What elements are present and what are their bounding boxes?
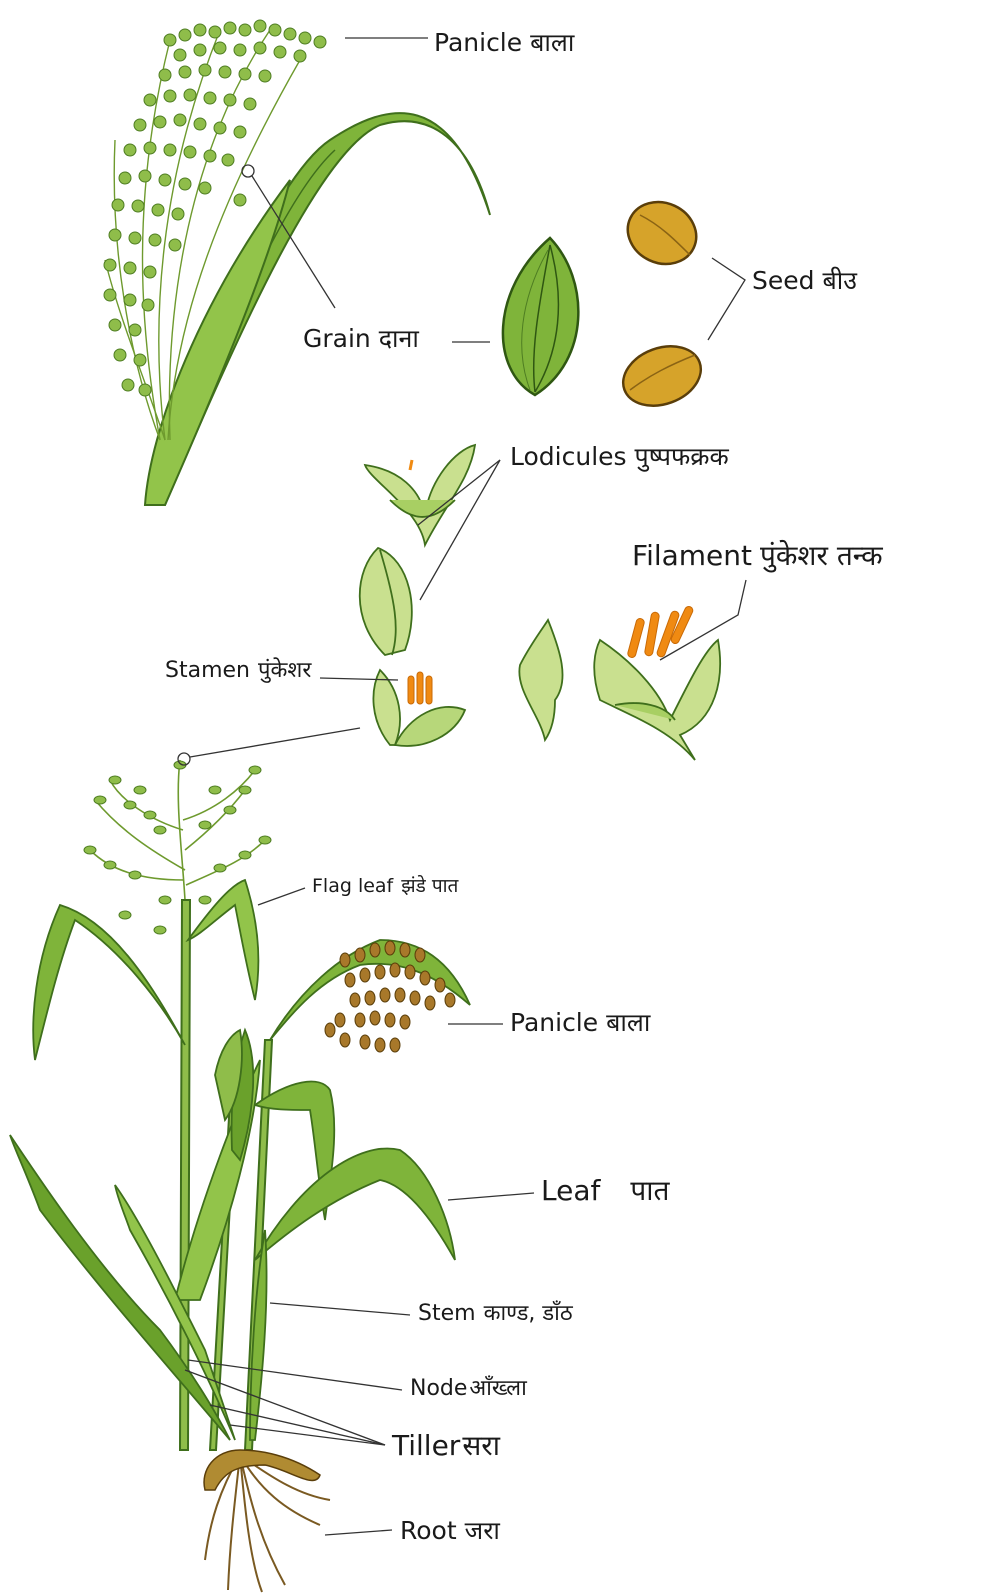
seed-illustrations [615, 191, 709, 416]
label-tiller: Tillerसरा [392, 1432, 500, 1460]
top-panicle-illustration [104, 20, 490, 505]
grain-illustration [503, 238, 578, 395]
label-node: Nodeआँख्ला [410, 1378, 527, 1400]
floret-illustrations [360, 445, 720, 760]
